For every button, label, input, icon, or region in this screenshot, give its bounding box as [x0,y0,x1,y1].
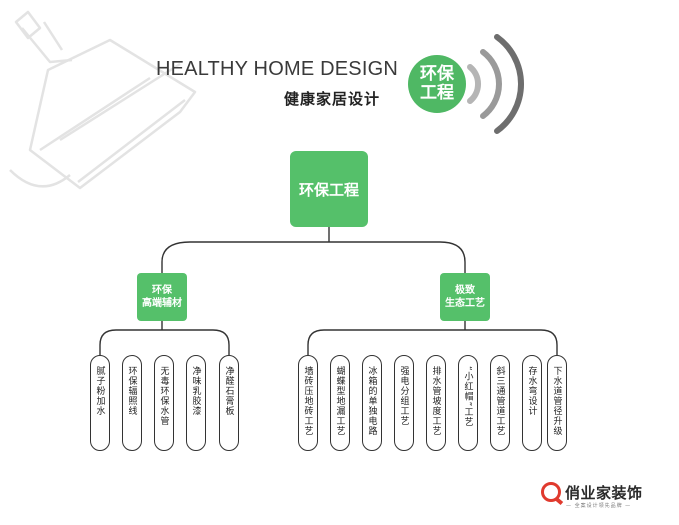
leaf-node: 强电分组工艺 [394,355,414,451]
page-title-english: HEALTHY HOME DESIGN [156,58,398,80]
leaf-label: 斜三通管道工艺 [494,366,505,436]
leaf-node: 存水弯设计 [522,355,542,451]
leaf-node: 斜三通管道工艺 [490,355,510,451]
branch-node-craft: 极致 生态工艺 [440,273,490,321]
tree-connectors [99,227,558,355]
root-node-label: 环保工程 [298,180,359,199]
leaf-label: 排水管坡度工艺 [430,366,441,436]
page-title-chinese: 健康家居设计 [284,90,381,108]
leaf-label: 环保辐照线 [126,366,137,416]
signal-waves-icon [467,34,525,134]
branch-label-line-2: 高端辅材 [142,298,182,309]
leaf-label: 下水道管径升级 [551,366,562,436]
leaf-label: 蝴蝶型地漏工艺 [334,366,345,436]
leaf-node: 净醛石膏板 [219,355,239,451]
brand-logo-icon [541,482,561,502]
leaf-node: 墙砖压地砖工艺 [298,355,318,451]
paint-roller-sketch-icon [9,10,197,190]
leaf-label: 净味乳胶漆 [190,366,201,416]
badge-line-1: 环保 [420,64,454,84]
eco-project-badge: 环保 工程 [408,55,466,113]
leaf-node: 冰箱的单独电路 [362,355,382,451]
leaf-label: 存水弯设计 [526,366,537,416]
branch-label-line-1: 极致 [455,285,475,296]
leaf-node: 蝴蝶型地漏工艺 [330,355,350,451]
leaf-node: 腻子粉加水 [90,355,110,451]
leaf-label: “小红帽”工艺 [462,366,473,428]
leaf-node: 排水管坡度工艺 [426,355,446,451]
leaf-label: 无毒环保水管 [158,366,169,426]
branch-label-line-1: 环保 [152,285,172,296]
leaf-label: 净醛石膏板 [223,366,234,416]
branch-label-line-2: 生态工艺 [445,298,485,309]
root-node: 环保工程 [290,151,368,227]
leaf-node: 环保辐照线 [122,355,142,451]
brand-name: 俏业家装饰 [565,484,643,502]
leaf-label: 腻子粉加水 [94,366,105,416]
leaf-node: “小红帽”工艺 [458,355,478,451]
leaf-node: 下水道管径升级 [547,355,567,451]
branch-node-materials: 环保 高端辅材 [137,273,187,321]
leaf-label: 墙砖压地砖工艺 [302,366,313,436]
leaf-label: 强电分组工艺 [398,366,409,426]
leaf-label: 冰箱的单独电路 [366,366,377,436]
leaf-node: 净味乳胶漆 [186,355,206,451]
leaf-node: 无毒环保水管 [154,355,174,451]
badge-line-2: 工程 [420,83,454,103]
brand-slogan: — 全案设计领先品牌 — [566,503,632,509]
